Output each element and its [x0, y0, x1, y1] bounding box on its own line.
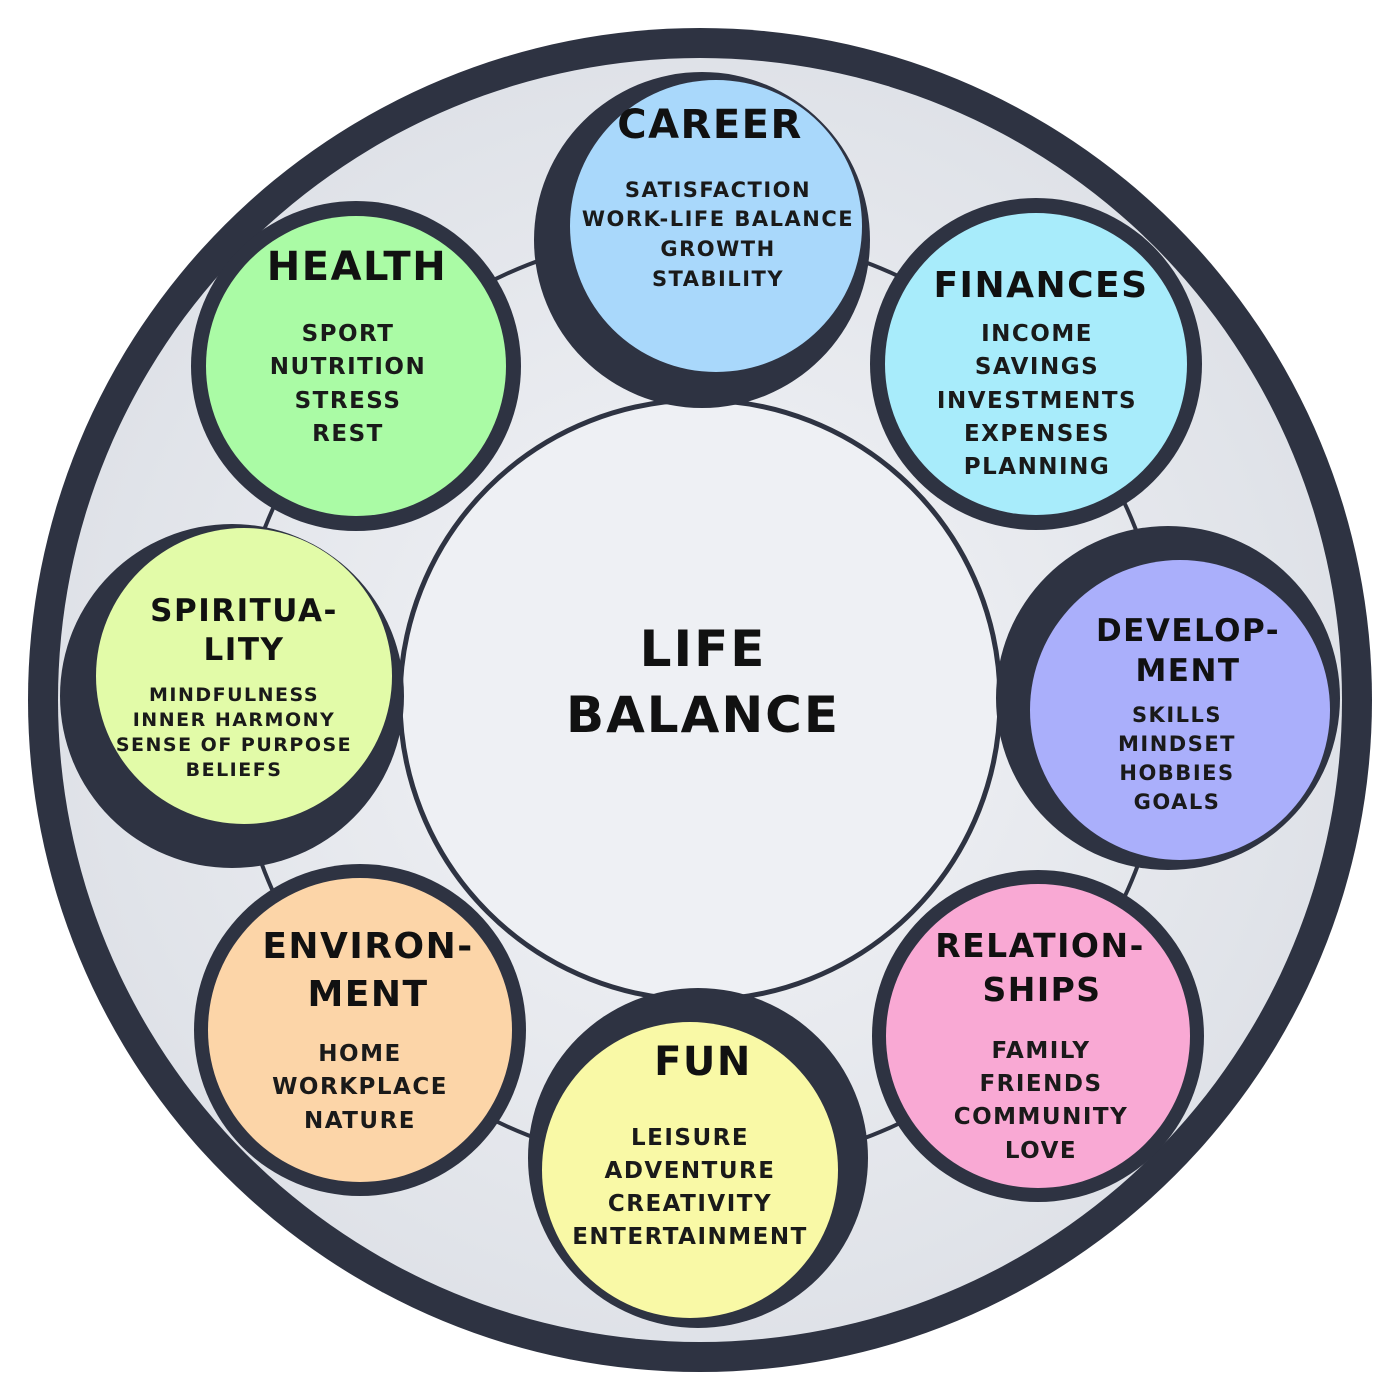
career-circle	[570, 80, 862, 372]
health-circle	[206, 216, 506, 516]
environment-title: MENT	[307, 974, 428, 1015]
relationships-title: SHIPS	[982, 970, 1101, 1009]
environment-circle	[208, 878, 512, 1182]
health-item: REST	[312, 421, 384, 447]
center-title-line-2: BALANCE	[566, 686, 840, 744]
environment-title: ENVIRON-	[262, 926, 473, 967]
development-item: SKILLS	[1132, 703, 1222, 727]
spirituality-title: SPIRITUA-	[150, 593, 338, 629]
fun-item: ADVENTURE	[605, 1158, 776, 1184]
segment-career: CAREER SATISFACTION WORK-LIFE BALANCE GR…	[534, 72, 870, 408]
environment-item: HOME	[318, 1041, 401, 1067]
development-item: MINDSET	[1118, 732, 1236, 756]
environment-item: WORKPLACE	[272, 1074, 448, 1100]
development-title: DEVELOP-	[1096, 613, 1280, 649]
career-item: WORK-LIFE BALANCE	[582, 207, 854, 231]
finances-item: PLANNING	[964, 454, 1111, 480]
finances-item: SAVINGS	[975, 354, 1099, 380]
fun-title: FUN	[654, 1039, 752, 1085]
fun-item: CREATIVITY	[608, 1191, 772, 1217]
career-title: CAREER	[617, 102, 803, 148]
health-item: SPORT	[302, 321, 395, 347]
development-item: GOALS	[1134, 790, 1221, 814]
fun-item: LEISURE	[631, 1125, 749, 1151]
health-item: NUTRITION	[270, 354, 426, 380]
spirituality-item: INNER HARMONY	[133, 709, 336, 731]
career-item: SATISFACTION	[625, 178, 811, 202]
finances-title: FINANCES	[933, 265, 1148, 306]
relationships-title: RELATION-	[935, 926, 1145, 965]
segment-fun: FUN LEISURE ADVENTURE CREATIVITY ENTERTA…	[528, 988, 868, 1328]
relationships-circle	[886, 884, 1190, 1188]
finances-item: INCOME	[981, 321, 1093, 347]
segment-health: HEALTH SPORT NUTRITION STRESS REST	[191, 201, 521, 531]
development-circle	[1030, 560, 1330, 860]
spirituality-item: MINDFULNESS	[149, 684, 319, 706]
environment-item: NATURE	[304, 1108, 416, 1134]
segment-development: DEVELOP- MENT SKILLS MINDSET HOBBIES GOA…	[996, 526, 1340, 870]
fun-circle	[542, 1022, 838, 1318]
center-title-line-1: LIFE	[640, 620, 767, 678]
relationships-item: FAMILY	[991, 1038, 1090, 1064]
health-title: HEALTH	[267, 244, 447, 290]
finances-item: EXPENSES	[964, 421, 1110, 447]
health-item: STRESS	[295, 388, 402, 414]
spirituality-circle	[96, 528, 392, 824]
development-item: HOBBIES	[1119, 761, 1234, 785]
segment-finances: FINANCES INCOME SAVINGS INVESTMENTS EXPE…	[870, 198, 1202, 530]
finances-circle	[885, 213, 1187, 515]
finances-item: INVESTMENTS	[937, 388, 1137, 414]
segment-environment: ENVIRON- MENT HOME WORKPLACE NATURE	[194, 864, 526, 1196]
development-title: MENT	[1135, 653, 1240, 689]
segment-spirituality: SPIRITUA- LITY MINDFULNESS INNER HARMONY…	[60, 524, 404, 868]
segment-relationships: RELATION- SHIPS FAMILY FRIENDS COMMUNITY…	[872, 870, 1204, 1202]
fun-item: ENTERTAINMENT	[572, 1224, 808, 1250]
spirituality-item: BELIEFS	[186, 759, 283, 781]
relationships-item: FRIENDS	[979, 1071, 1102, 1097]
relationships-item: LOVE	[1005, 1138, 1077, 1164]
career-item: STABILITY	[652, 267, 784, 291]
spirituality-item: SENSE OF PURPOSE	[116, 734, 352, 756]
spirituality-title: LITY	[204, 632, 285, 668]
career-item: GROWTH	[660, 237, 775, 261]
relationships-item: COMMUNITY	[954, 1104, 1129, 1130]
